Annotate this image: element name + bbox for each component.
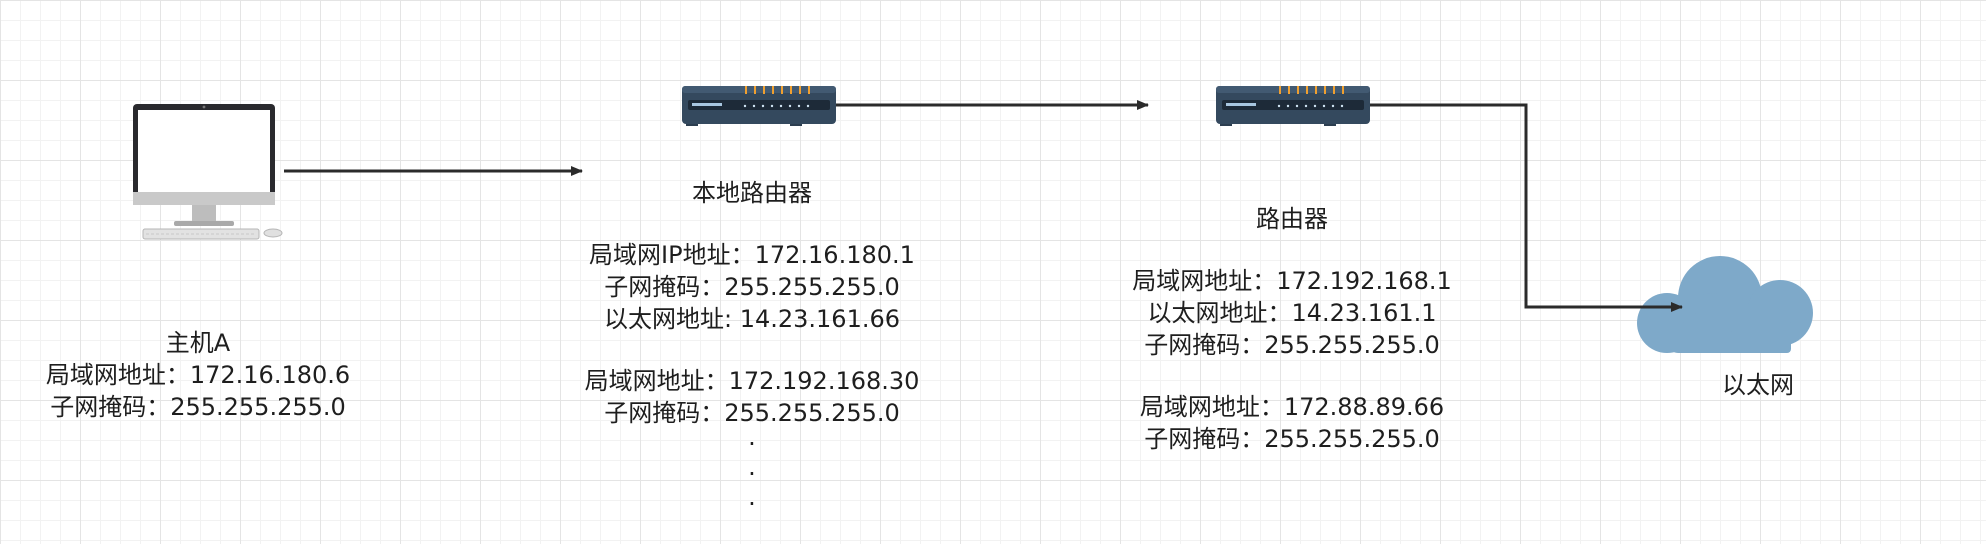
router-subnet-mask-1: 子网掩码：255.255.255.0: [1144, 331, 1440, 359]
host-lan-address: 局域网地址：172.16.180.6: [45, 361, 351, 389]
ethernet-label: 以太网: [1722, 369, 1794, 401]
local-router-label: 本地路由器 局域网IP地址：172.16.180.1 子网掩码：255.255.…: [585, 177, 920, 519]
keyboard-icon: [142, 228, 260, 240]
mouse-icon: [263, 228, 283, 238]
host-subnet-mask: 子网掩码：255.255.255.0: [50, 393, 346, 421]
host-name: 主机A: [165, 329, 231, 357]
router-subnet-mask-2: 子网掩码：255.255.255.0: [1144, 425, 1440, 453]
desktop-computer-icon[interactable]: [133, 104, 283, 240]
router-name: 路由器: [1256, 205, 1328, 233]
router-label: 路由器 局域网地址：172.192.168.1 以太网地址：14.23.161.…: [1132, 203, 1452, 455]
local-router-subnet-mask-1: 子网掩码：255.255.255.0: [604, 273, 900, 301]
router-icon[interactable]: [1216, 86, 1370, 126]
local-router-icon[interactable]: [682, 86, 836, 126]
local-router-subnet-mask-2: 子网掩码：255.255.255.0: [604, 399, 900, 427]
ellipsis-dot: ·: [748, 460, 756, 488]
ethernet-name: 以太网: [1722, 371, 1794, 399]
ellipsis-dot: ·: [748, 430, 756, 458]
router-lan-address-1: 局域网地址：172.192.168.1: [1132, 267, 1452, 295]
router-ethernet-address: 以太网地址：14.23.161.1: [1147, 299, 1437, 327]
local-router-name: 本地路由器: [691, 179, 812, 207]
local-router-ethernet-address: 以太网地址: 14.23.161.66: [603, 305, 901, 333]
router-lan-address-2: 局域网地址：172.88.89.66: [1139, 393, 1445, 421]
ellipsis-dot: ·: [748, 490, 756, 518]
cloud-icon[interactable]: [1637, 256, 1813, 353]
host-label: 主机A 局域网地址：172.16.180.6 子网掩码：255.255.255.…: [46, 327, 350, 423]
arrow-router-to-ethernet: [1370, 103, 1683, 312]
local-router-lan-address-2: 局域网地址：172.192.168.30: [584, 367, 920, 395]
local-router-lan-ip: 局域网IP地址：172.16.180.1: [589, 241, 915, 269]
